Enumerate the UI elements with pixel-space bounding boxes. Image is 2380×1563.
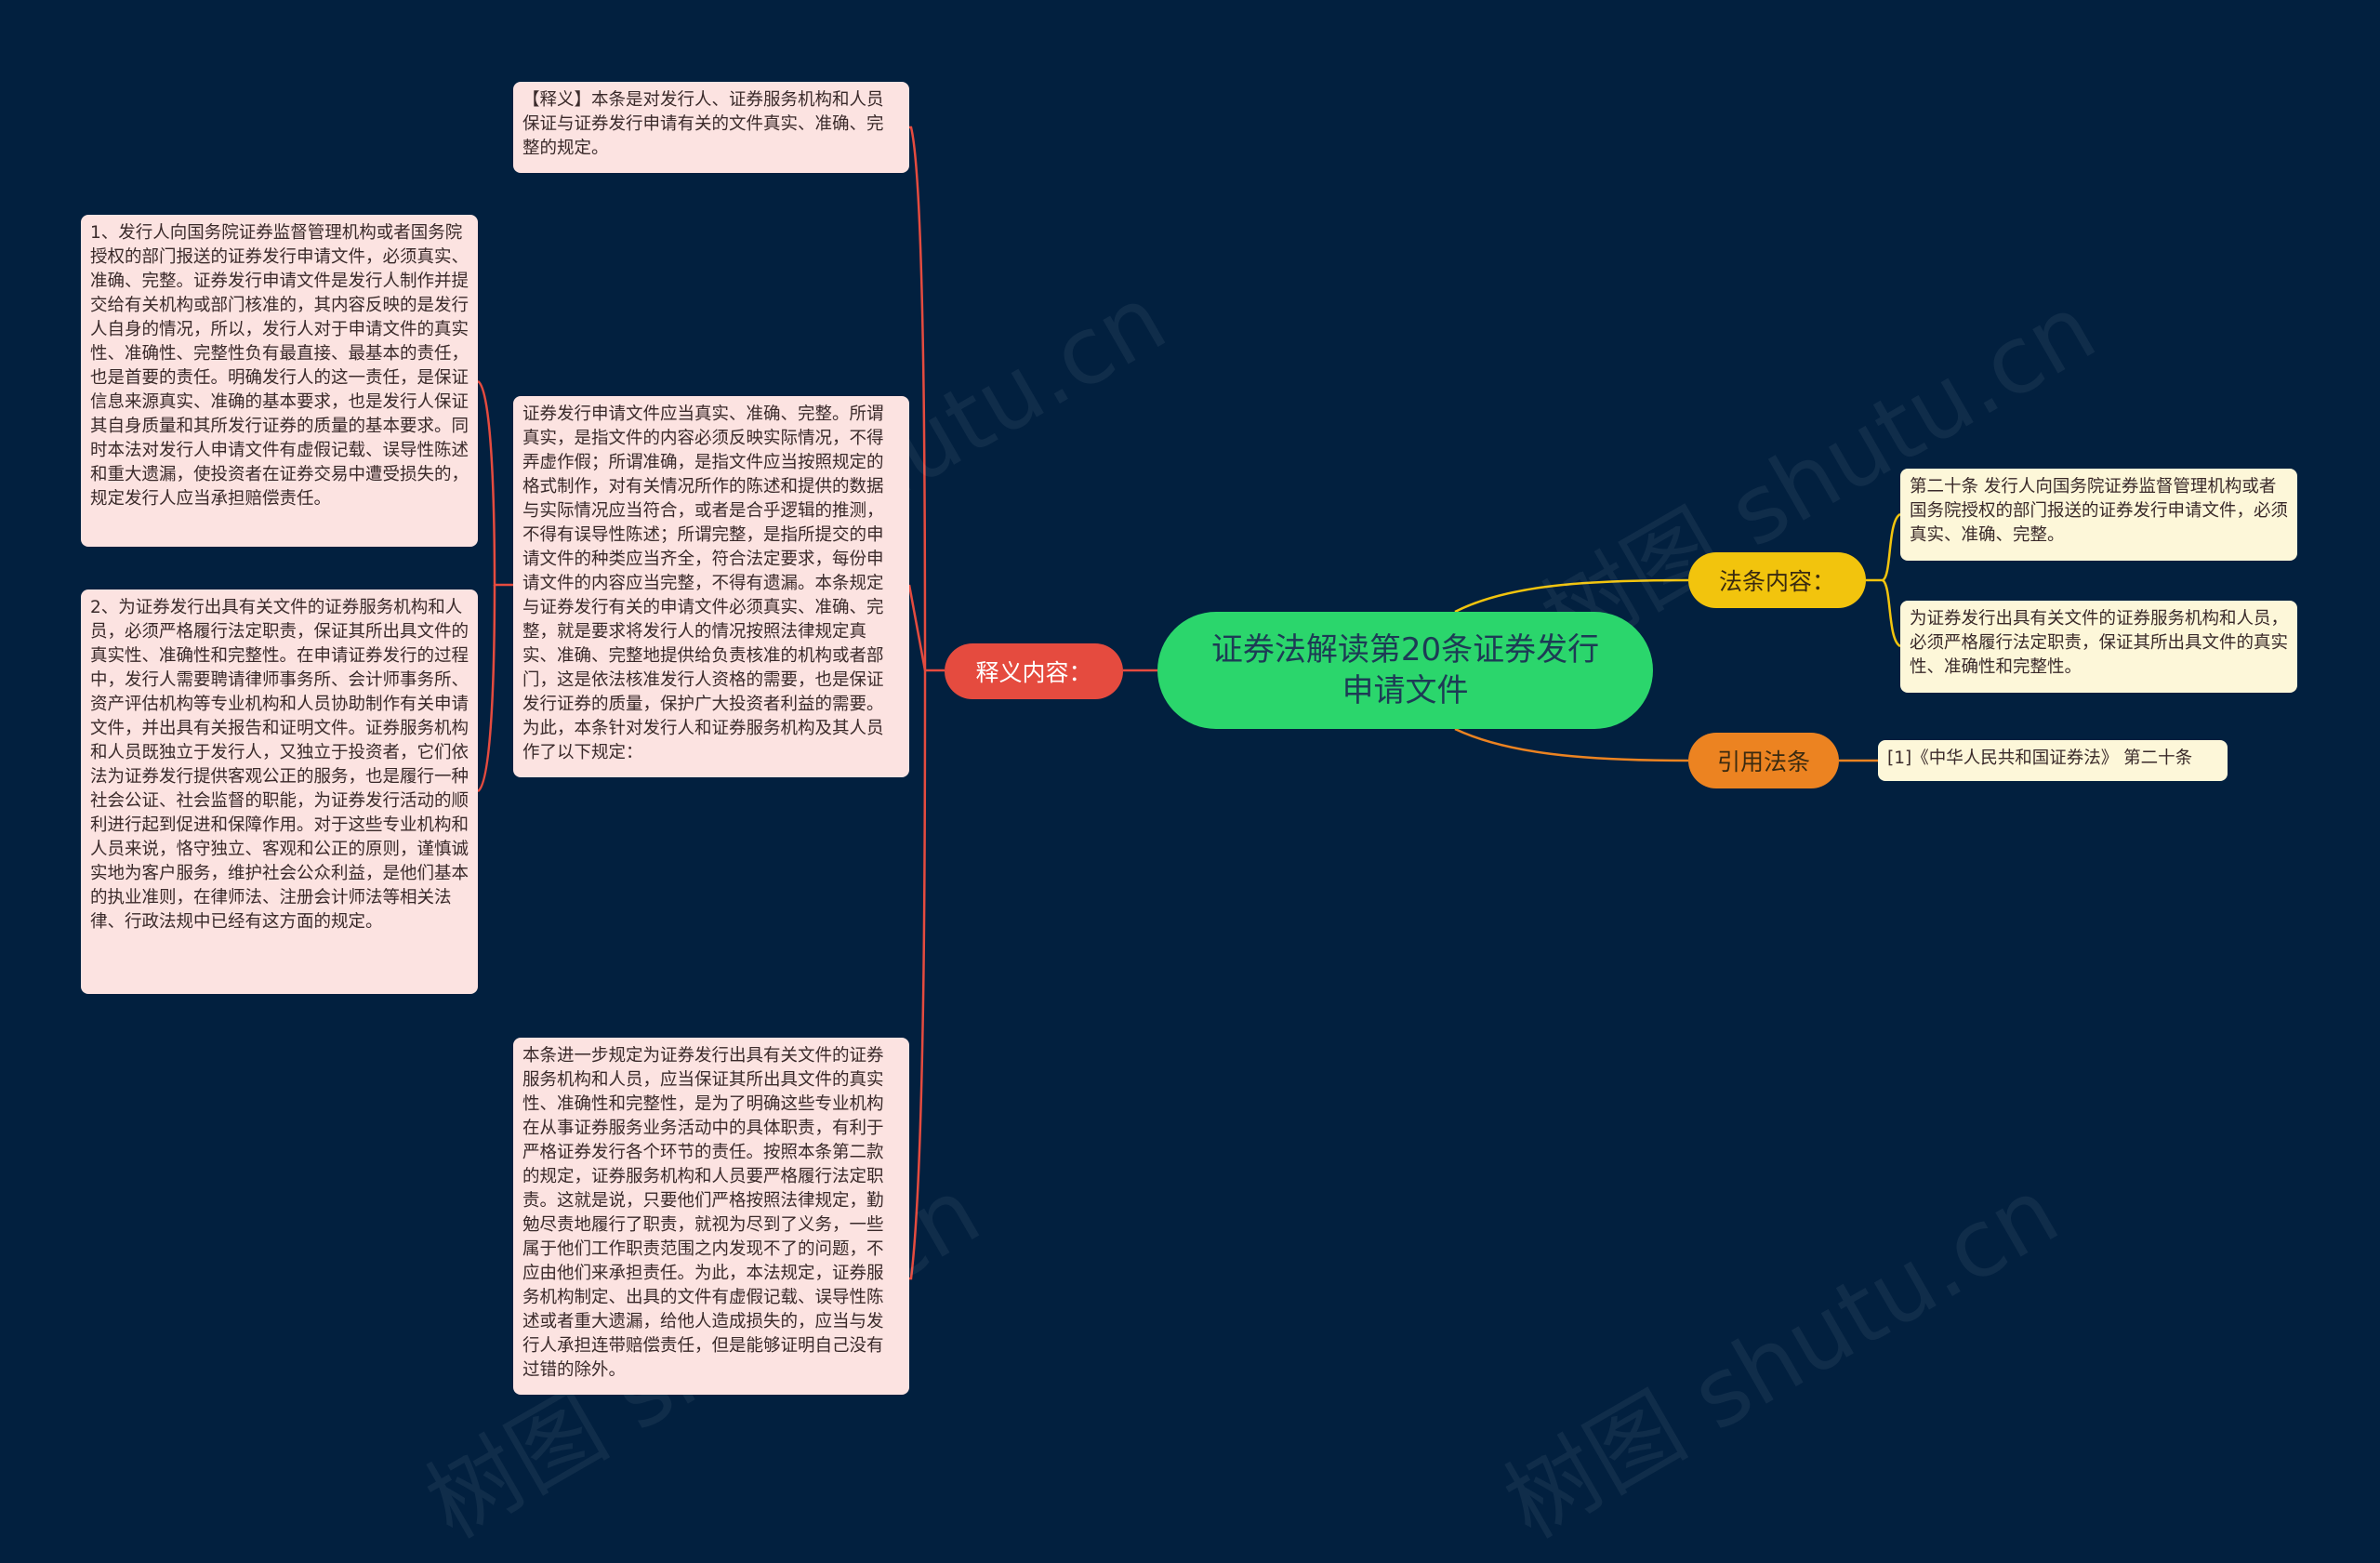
branch-law-content[interactable]: 法条内容： [1688, 552, 1866, 608]
branch-interpretation[interactable]: 释义内容： [945, 643, 1123, 699]
branch-cited-law-label: 引用法条 [1716, 748, 1810, 775]
branch-interpretation-label: 释义内容： [975, 659, 1092, 686]
interpretation-item[interactable]: 证券发行申请文件应当真实、准确、完整。所谓真实，是指文件的内容必须反映实际情况，… [513, 396, 909, 777]
law-content-item[interactable]: 为证券发行出具有关文件的证券服务机构和人员，必须严格履行法定职责，保证其所出具文… [1900, 601, 2297, 693]
central-topic-title: 证券法解读第20条证券发行申请文件 [1210, 631, 1600, 709]
central-topic[interactable]: 证券法解读第20条证券发行申请文件 [1157, 612, 1653, 729]
interpretation-sub-item[interactable]: 2、为证券发行出具有关文件的证券服务机构和人员，必须严格履行法定职责，保证其所出… [81, 589, 478, 994]
interpretation-item[interactable]: 【释义】本条是对发行人、证券服务机构和人员保证与证券发行申请有关的文件真实、准确… [513, 82, 909, 173]
cited-law-item[interactable]: [1]《中华人民共和国证券法》 第二十条 [1878, 740, 2228, 781]
branch-law-content-label: 法条内容： [1718, 568, 1835, 595]
interpretation-sub-item[interactable]: 1、发行人向国务院证券监督管理机构或者国务院授权的部门报送的证券发行申请文件，必… [81, 215, 478, 547]
branch-cited-law[interactable]: 引用法条 [1688, 733, 1839, 788]
law-content-item[interactable]: 第二十条 发行人向国务院证券监督管理机构或者国务院授权的部门报送的证券发行申请文… [1900, 469, 2297, 561]
connector-lines [477, 126, 1901, 1280]
interpretation-item[interactable]: 本条进一步规定为证券发行出具有关文件的证券服务机构和人员，应当保证其所出具文件的… [513, 1038, 909, 1395]
